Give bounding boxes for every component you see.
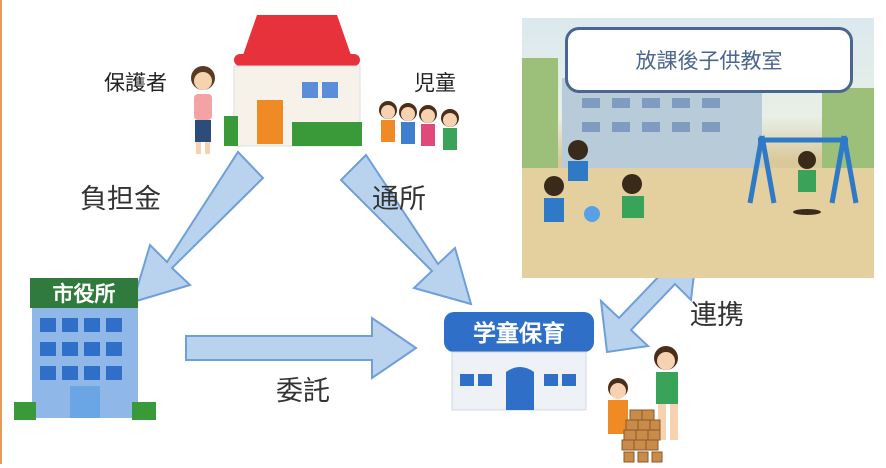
city-hall-sign: 市役所 (53, 282, 116, 306)
left-border (0, 0, 2, 464)
after-school-box: 放課後子供教室 (565, 27, 853, 93)
guardian-label: 保護者 (104, 71, 167, 95)
cooperation-label: 連携 (690, 300, 744, 331)
children-illustration (376, 96, 466, 162)
arrow-fee (131, 150, 265, 304)
city-hall-illustration: 市役所 (14, 276, 159, 426)
fee-label: 負担金 (80, 184, 161, 215)
childcare-illustration: 学童保育 (440, 308, 600, 414)
childcare-sign: 学童保育 (473, 320, 565, 347)
arrow-attendance (339, 153, 473, 306)
children-label: 児童 (414, 71, 456, 95)
guardian-illustration (186, 64, 220, 156)
house-illustration (222, 10, 372, 150)
commission-label: 委託 (276, 376, 330, 407)
kids-blocks-illustration (594, 340, 694, 464)
attendance-label: 通所 (372, 184, 426, 215)
arrow-commission (185, 316, 418, 380)
